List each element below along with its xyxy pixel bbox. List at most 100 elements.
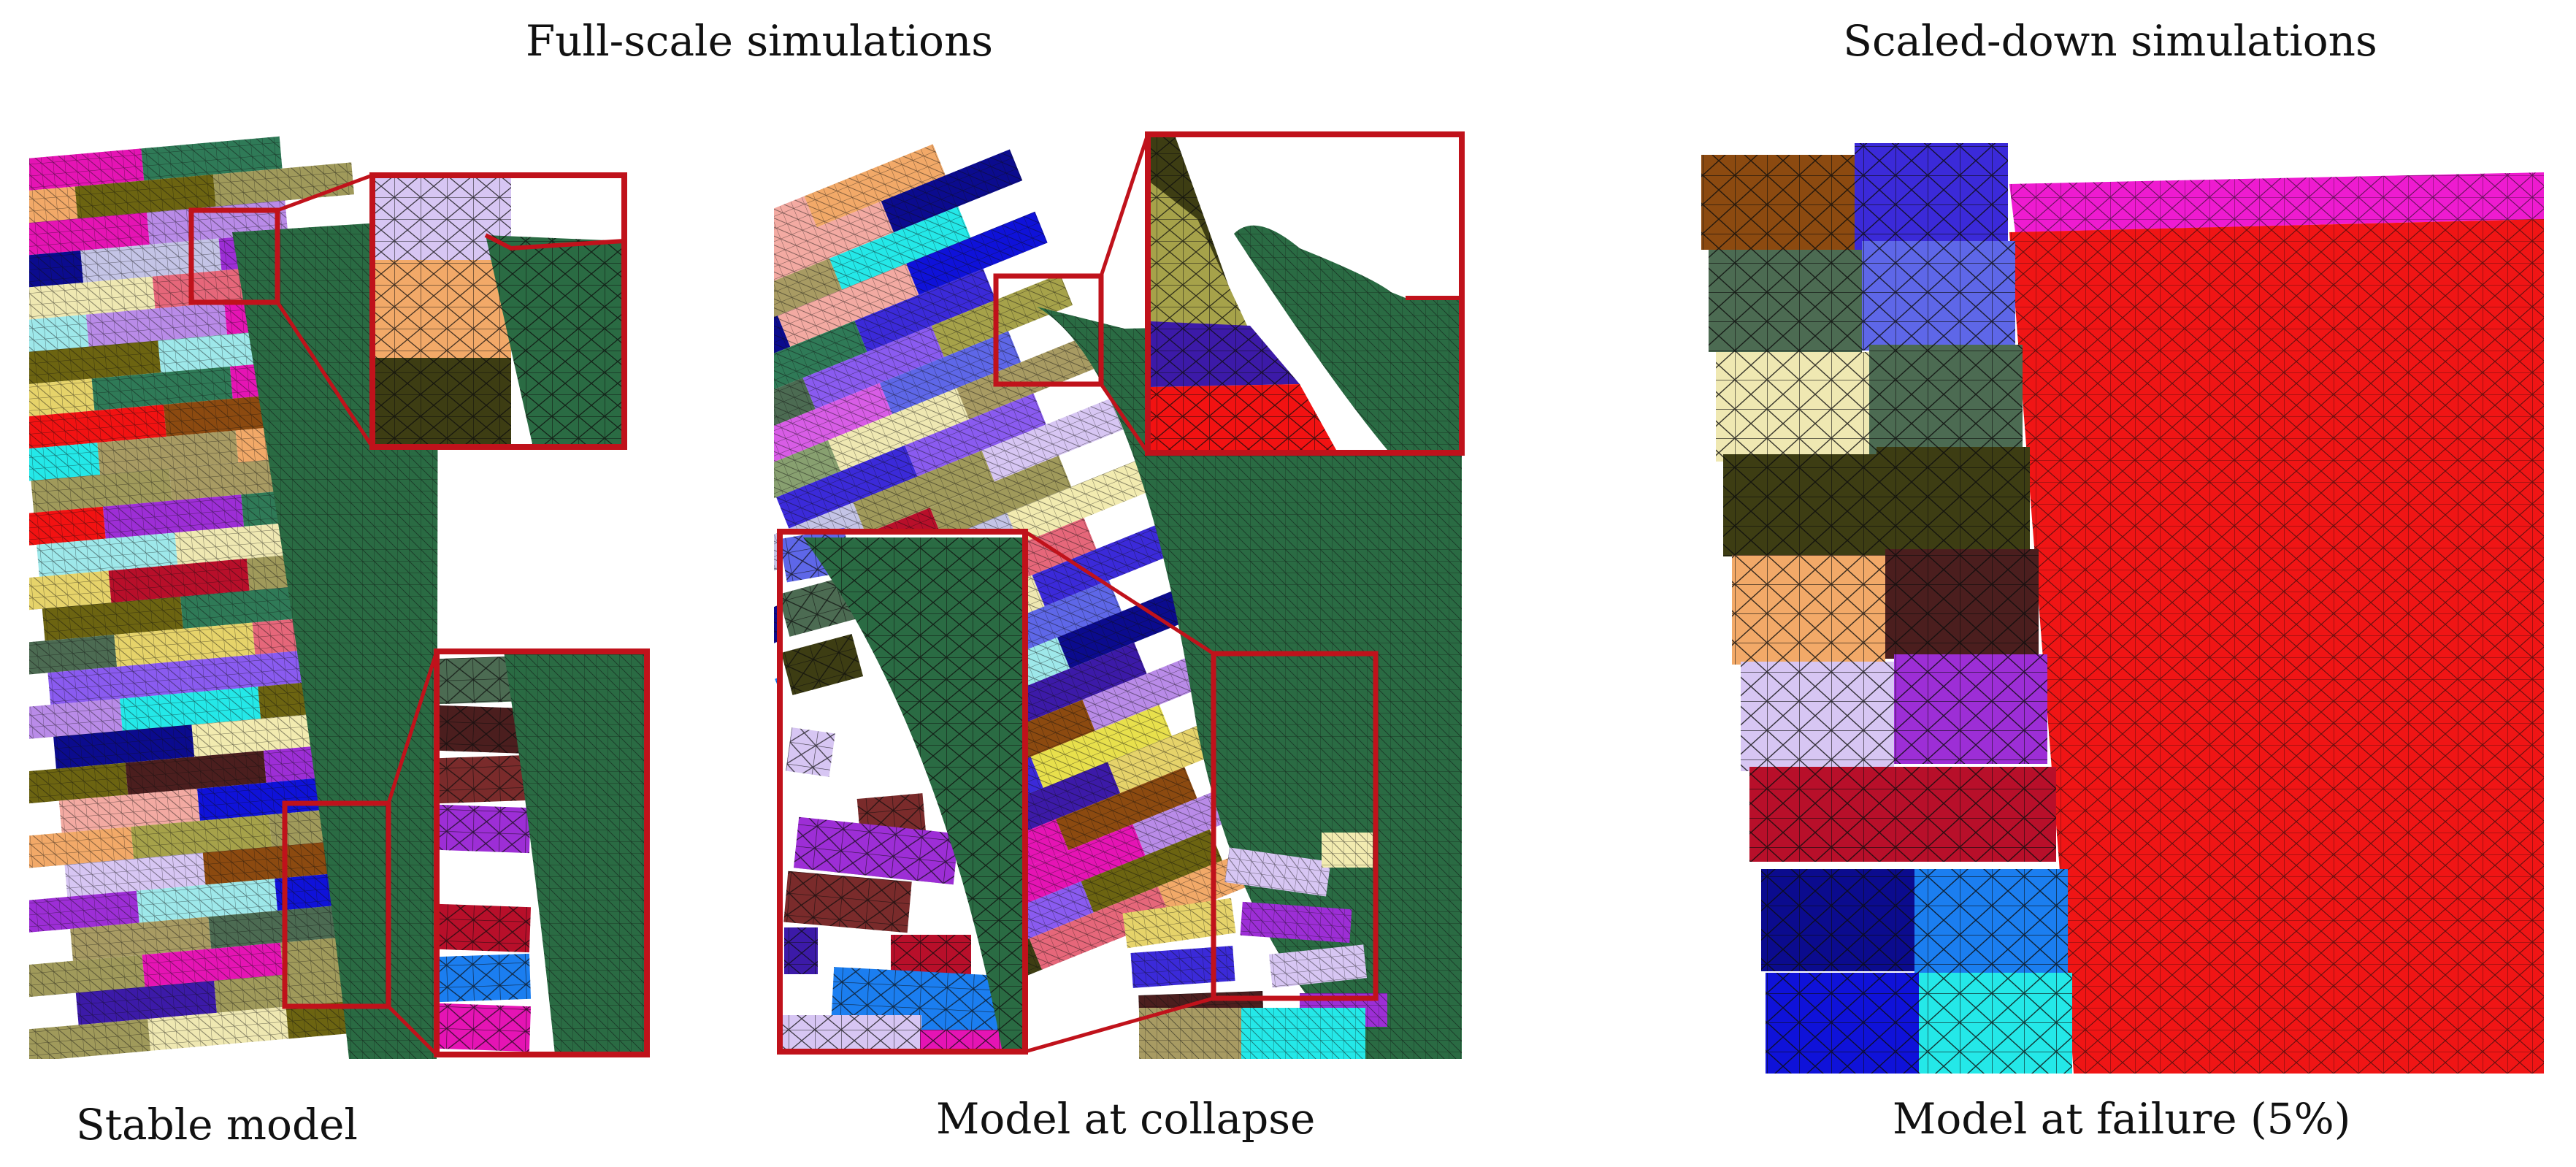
- mesh-overlay: [1919, 973, 2072, 1074]
- mesh-overlay: [131, 814, 272, 859]
- mesh-overlay: [29, 506, 106, 551]
- mesh-overlay: [879, 331, 1021, 415]
- mesh-overlay: [74, 174, 216, 219]
- mesh-overlay: [191, 712, 333, 757]
- mesh-overlay: [1032, 523, 1173, 607]
- mesh-overlay: [1741, 662, 1894, 771]
- mesh-overlay: [827, 388, 970, 472]
- caption-model-at-collapse: Model at collapse: [936, 1094, 1316, 1144]
- mesh-overlay: [774, 196, 817, 280]
- mesh-overlay: [114, 622, 256, 667]
- inset-detail-lower-stable: [434, 648, 650, 1057]
- mesh-overlay: [784, 927, 818, 974]
- heading-scaled-down: Scaled-down simulations: [1843, 16, 2377, 66]
- mesh-overlay: [97, 430, 239, 475]
- mesh-overlay: [64, 852, 206, 898]
- mesh-overlay: [981, 398, 1124, 482]
- mesh-overlay: [1056, 767, 1197, 851]
- mesh-overlay: [774, 201, 894, 285]
- mesh-overlay: [42, 597, 183, 641]
- mesh-overlay: [1240, 901, 1352, 944]
- mesh-overlay: [1122, 898, 1236, 949]
- mesh-overlay: [108, 558, 250, 603]
- mesh-overlay: [1007, 460, 1149, 544]
- mesh-overlay: [1716, 352, 1869, 462]
- mesh-overlay: [29, 635, 118, 679]
- mesh-overlay: [142, 942, 283, 987]
- mesh-overlay: [197, 776, 339, 821]
- mesh-overlay: [793, 816, 959, 885]
- mesh-overlay: [29, 762, 129, 807]
- mesh-overlay: [208, 904, 350, 949]
- mesh-overlay: [85, 302, 228, 347]
- mesh-overlay: [1894, 654, 2047, 764]
- mesh-overlay: [29, 148, 145, 193]
- mesh-overlay: [1877, 447, 2030, 556]
- mesh-overlay: [905, 393, 1046, 477]
- mesh-overlay: [802, 326, 944, 410]
- mesh-overlay: [437, 754, 532, 804]
- mesh-overlay: [29, 250, 84, 295]
- mesh-overlay: [29, 186, 78, 231]
- masonry-block: [624, 253, 764, 337]
- mesh-overlay: [774, 383, 893, 467]
- mesh-overlay: [29, 890, 139, 935]
- mesh-overlay: [185, 648, 327, 693]
- mesh-overlay: [29, 213, 150, 257]
- mesh-overlay: [1030, 705, 1173, 788]
- mesh-overlay: [1005, 642, 1147, 726]
- mesh-overlay: [774, 378, 816, 462]
- mesh-overlay: [180, 584, 322, 629]
- mesh-overlay: [29, 378, 95, 423]
- mesh-overlay: [786, 727, 835, 777]
- mesh-overlay: [37, 532, 178, 577]
- mesh-overlay: [437, 804, 532, 854]
- mesh-overlay: [781, 634, 864, 695]
- mesh-overlay: [1749, 767, 2056, 862]
- mesh-overlay: [29, 1019, 151, 1059]
- mesh-overlay: [58, 788, 200, 833]
- heading-full-scale: Full-scale simulations: [525, 16, 994, 66]
- mesh-overlay: [774, 440, 841, 524]
- mesh-overlay: [1224, 847, 1331, 897]
- mesh-overlay: [1855, 143, 2008, 250]
- mesh-overlay: [1732, 555, 1885, 665]
- mesh-overlay: [804, 144, 946, 228]
- mesh-overlay: [1004, 824, 1146, 908]
- mesh-overlay: [774, 321, 867, 405]
- mesh-overlay: [102, 494, 245, 539]
- mesh-overlay: [854, 269, 996, 352]
- inset-detail-upper-stable: [188, 172, 627, 450]
- mesh-overlay: [1322, 833, 1373, 868]
- mesh-overlay: [1766, 973, 1919, 1074]
- mesh-overlay: [1869, 345, 2023, 454]
- mesh-overlay: [957, 336, 1098, 420]
- mesh-overlay: [1029, 886, 1171, 970]
- mesh-overlay: [1701, 155, 1855, 250]
- mesh-overlay: [29, 827, 134, 871]
- mesh-overlay: [437, 903, 532, 953]
- panel-stable-model: [29, 136, 650, 1059]
- mesh-overlay: [29, 570, 112, 615]
- panel-model-at-failure: [1701, 143, 2544, 1074]
- mesh-overlay: [783, 1015, 921, 1050]
- mesh-overlay: [47, 660, 189, 705]
- mesh-overlay: [1914, 869, 2068, 979]
- mesh-overlay: [931, 274, 1073, 357]
- mesh-overlay: [1761, 869, 1914, 971]
- zoom-marker-right-collapse: [1211, 651, 1379, 1001]
- mesh-overlay: [906, 211, 1048, 295]
- mesh-overlay: [920, 1030, 1008, 1050]
- mesh-overlay: [125, 750, 267, 795]
- mesh-overlay: [202, 841, 344, 885]
- mesh-overlay: [91, 366, 233, 411]
- mesh-overlay: [829, 206, 971, 290]
- mesh-overlay: [119, 686, 261, 731]
- mesh-overlay: [1709, 250, 1862, 352]
- mesh-overlay: [141, 136, 283, 181]
- mesh-overlay: [1885, 549, 2039, 659]
- mesh-overlay: [29, 698, 123, 743]
- mesh-overlay: [881, 149, 1023, 233]
- mesh-overlay: [783, 871, 912, 933]
